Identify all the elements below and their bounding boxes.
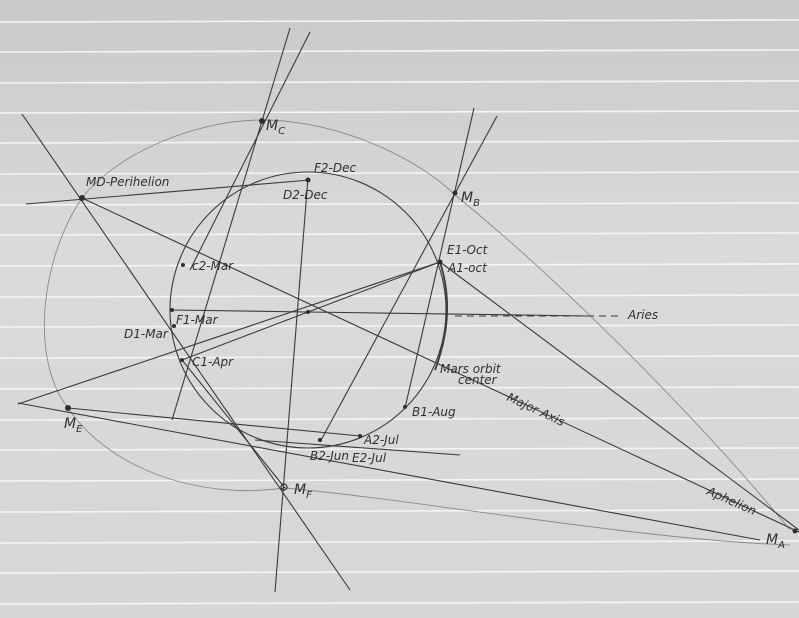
label-b2-jun: B2-Jun	[310, 449, 349, 463]
label-mars-orbit-center-2: center	[458, 373, 498, 387]
label-a2-jul: A2-Jul	[363, 433, 399, 447]
label-c2-mar: c2-Mar	[192, 259, 234, 273]
label-d2-dec: D2-Dec	[283, 188, 328, 202]
label-mc: MC	[266, 118, 285, 137]
ruled-lines	[0, 19, 799, 605]
label-d1-mar: D1-Mar	[124, 327, 169, 341]
label-ma: MA	[766, 532, 785, 551]
label-f2-dec: F2-Dec	[314, 161, 356, 175]
construction-lines	[17, 27, 799, 593]
label-major-axis: Major Axis	[505, 390, 567, 429]
label-f1-mar: F1-Mar	[176, 313, 219, 327]
label-e1-oct: E1-Oct	[447, 243, 489, 257]
label-me: ME	[64, 416, 83, 435]
plotted-points	[65, 118, 798, 534]
label-mars-orbit-center: Mars orbit	[440, 362, 502, 376]
label-mf: MF	[294, 482, 312, 501]
label-b1-aug: B1-Aug	[412, 405, 456, 419]
label-aries: Aries	[627, 308, 658, 322]
label-aphelion: Aphelion	[704, 484, 759, 519]
label-md-perihelion: MD-Perihelion	[86, 175, 169, 189]
mars-orbit-curve	[43, 119, 791, 546]
label-a1-oct: A1-oct	[447, 261, 488, 275]
label-c1-apr: C1-Apr	[192, 355, 234, 369]
label-mb: MB	[461, 190, 480, 209]
label-e2-jul: E2-Jul	[352, 451, 387, 465]
